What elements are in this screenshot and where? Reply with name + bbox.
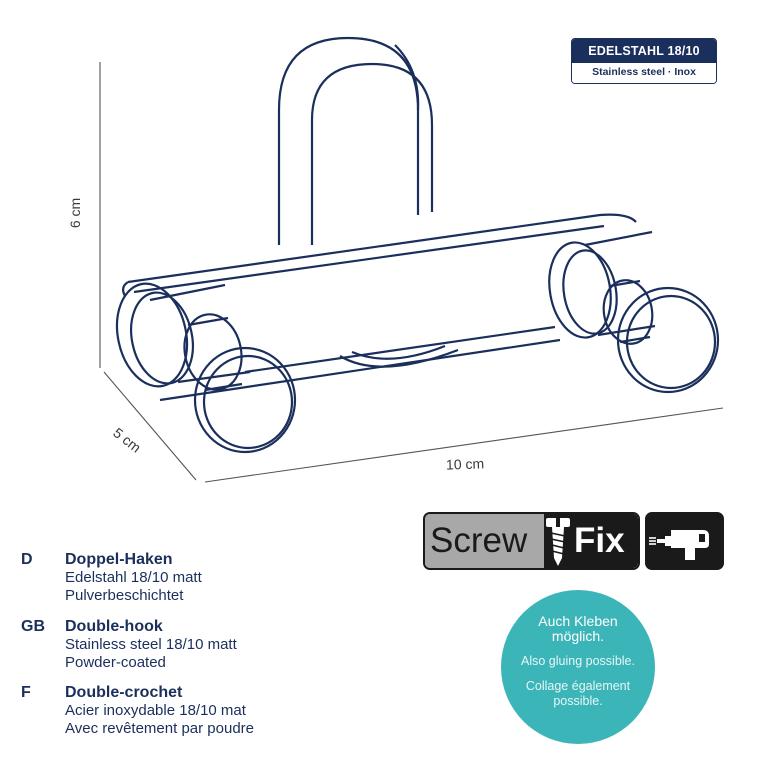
product-line-drawing <box>99 36 724 483</box>
screwfix-screw-text: Screw <box>425 514 544 568</box>
description-line: Avec revêtement par poudre <box>65 720 255 737</box>
glue-english-text: Also gluing possible. <box>521 654 635 668</box>
description-line: Pulverbeschichtet <box>65 587 184 604</box>
glue-german-line: möglich. <box>551 628 605 644</box>
description-line: Acier inoxydable 18/10 mat <box>65 702 246 719</box>
description-title: Double-crochet <box>65 684 183 701</box>
language-code: D <box>21 551 33 568</box>
material-badge-subtitle: Stainless steel · Inox <box>572 63 716 83</box>
width-dimension-label: 10 cm <box>445 455 485 473</box>
material-badge: EDELSTAHL 18/10 Stainless steel · Inox <box>571 38 717 84</box>
description-line: Powder-coated <box>65 654 166 671</box>
glue-french-line: Collage également <box>525 679 631 693</box>
description-title: Double-hook <box>65 618 163 635</box>
description-line: Edelstahl 18/10 matt <box>65 569 202 586</box>
screwfix-logo: Screw Fix <box>423 512 640 570</box>
screw-icon <box>544 514 572 568</box>
drill-icon <box>645 512 724 570</box>
height-dimension-label: 6 cm <box>67 197 84 229</box>
material-badge-title: EDELSTAHL 18/10 <box>572 39 716 63</box>
glue-german-line: Auch Kleben <box>538 613 618 629</box>
glue-french-line: possible. <box>553 694 603 708</box>
language-code: F <box>21 684 31 701</box>
glue-option-badge: Auch Kleben möglich. Also gluing possibl… <box>501 590 655 744</box>
description-line: Stainless steel 18/10 matt <box>65 636 237 653</box>
description-title: Doppel-Haken <box>65 551 173 568</box>
language-code: GB <box>21 618 45 635</box>
screwfix-fix-text: Fix <box>572 514 638 568</box>
